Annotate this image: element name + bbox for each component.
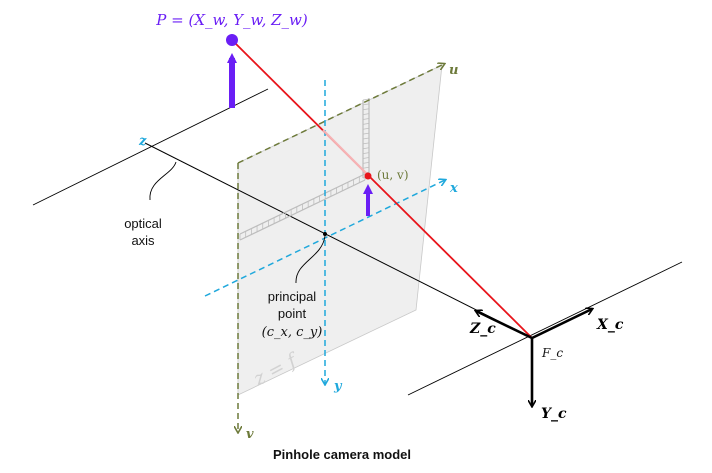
ruler-tick [362,108,370,111]
camera-z-axis-label: Z_c [469,321,496,337]
optical-axis-label-line1: optical [124,216,162,231]
ruler-tick [362,142,370,145]
ruler-tick [362,157,370,159]
optical-axis-label-line2: axis [131,233,155,248]
u-axis-label: u [449,63,458,78]
x-axis-label: x [449,181,458,196]
principal-point-leader [295,235,326,284]
ruler-tick [362,127,370,130]
projected-point-label: (u, v) [377,168,409,182]
ruler-tick [362,98,370,101]
world-point [226,34,238,46]
figure-caption: Pinhole camera model [273,447,411,462]
ruler-tick [362,132,370,135]
camera-ground-line [407,261,683,396]
v-axis-label: v [246,427,254,442]
ruler-ticks [239,98,370,240]
u-axis [237,64,444,164]
ruler-tick [362,137,370,140]
camera-y-axis-label: Y_c [541,406,567,422]
ruler-tick [362,166,370,169]
ruler-tick [362,161,370,164]
optical-axis-leader [149,161,177,201]
projected-point [364,172,372,180]
camera-x-axis-label: X_c [596,317,624,333]
ruler-tick [362,113,370,116]
ruler-tick [362,122,370,125]
camera-x-axis [531,309,592,340]
z-axis-label: z [138,134,147,149]
principal-point-label-line1: principal [268,289,317,304]
ruler-tick [362,118,370,120]
principal-point-label-line3: (c_x, c_y) [262,325,323,340]
camera-z-axis [476,311,533,340]
projection-ray-hidden [322,129,369,176]
optical-axis-line [144,142,533,339]
world-ground-line [32,88,269,206]
ruler-tick [362,147,370,150]
projection-ray [231,39,533,339]
camera-frame-label: F_c [541,346,563,360]
ruler-tick [362,103,370,106]
ruler-tick [362,152,370,155]
world-point-label: P = (X_w, Y_w, Z_w) [155,11,308,29]
principal-point-dot [323,232,327,236]
principal-point-label-line2: point [278,306,307,321]
y-axis-label: y [333,379,343,394]
